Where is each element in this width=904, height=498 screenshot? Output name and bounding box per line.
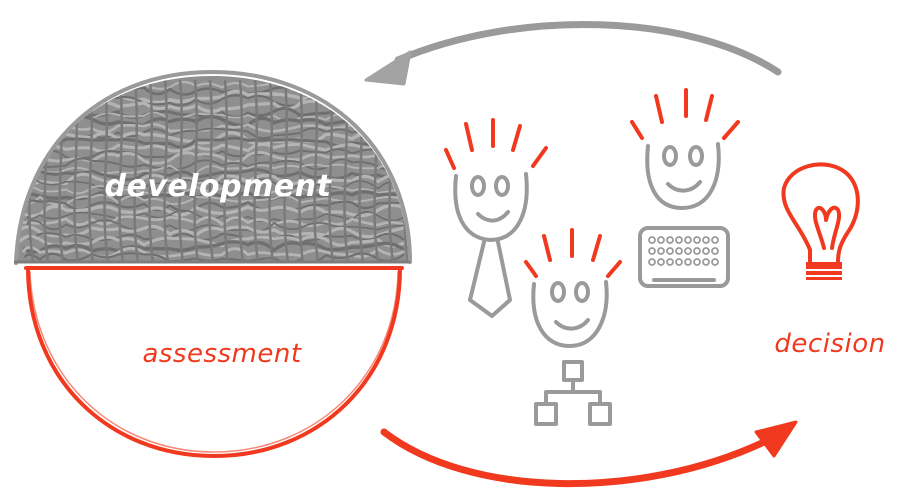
light-bulb-icon [781, 162, 860, 280]
keyboard-key [711, 258, 719, 266]
keyboard-key [684, 247, 692, 255]
scribble-stroke [298, 79, 305, 262]
person-with-keyboard-icon [630, 88, 740, 288]
keyboard-key [648, 258, 656, 266]
assessment-label: assessment [142, 339, 301, 369]
scribble-stroke [22, 240, 405, 254]
keyboard-key [666, 247, 674, 255]
scribble-stroke [133, 79, 140, 262]
assessment-bowl-icon [24, 266, 404, 458]
scribble-stroke [18, 142, 405, 153]
forward-arrow-icon [380, 420, 798, 488]
keyboard-key [648, 236, 656, 244]
scribble-stroke [18, 163, 405, 175]
keyboard-key [693, 258, 701, 266]
scribble-stroke [24, 121, 405, 134]
scribble-stroke [268, 79, 275, 262]
keyboard-key [657, 247, 665, 255]
scribble-stroke [27, 232, 405, 242]
scribble-stroke [238, 79, 245, 262]
scribble-stroke [283, 79, 290, 262]
scribble-stroke [118, 79, 125, 262]
feedback-arrow-icon [364, 21, 782, 86]
keyboard-key [648, 247, 656, 255]
keyboard-key [675, 236, 683, 244]
scribble-stroke [103, 79, 110, 262]
keyboard-key [693, 236, 701, 244]
keyboard-key [666, 258, 674, 266]
person-with-tie-icon [444, 118, 548, 318]
scribble-stroke [20, 130, 405, 147]
keyboard-key [684, 258, 692, 266]
scribble-stroke [193, 79, 200, 262]
scribble-stroke [208, 79, 215, 262]
person-with-flowchart-icon [524, 228, 622, 426]
keyboard-key [675, 258, 683, 266]
keyboard-key [711, 247, 719, 255]
scribble-stroke [148, 79, 155, 262]
keyboard-key [693, 247, 701, 255]
keyboard-key [675, 247, 683, 255]
decision-label: decision [774, 329, 885, 359]
scribble-stroke [223, 79, 230, 262]
keyboard-key [711, 236, 719, 244]
keyboard-key [684, 236, 692, 244]
scribble-stroke [163, 79, 170, 262]
keyboard-key [666, 236, 674, 244]
development-dome-icon [14, 70, 412, 265]
scribble-stroke [178, 79, 185, 262]
keyboard-key [657, 236, 665, 244]
scribble-stroke [313, 79, 320, 262]
keyboard-key [702, 247, 710, 255]
keyboard-key [657, 258, 665, 266]
scribble-stroke [21, 246, 405, 259]
keyboard-key [702, 258, 710, 266]
keyboard-key [702, 236, 710, 244]
scribble-stroke [27, 157, 405, 171]
development-label: development [105, 169, 333, 204]
scribble-stroke [253, 79, 260, 262]
